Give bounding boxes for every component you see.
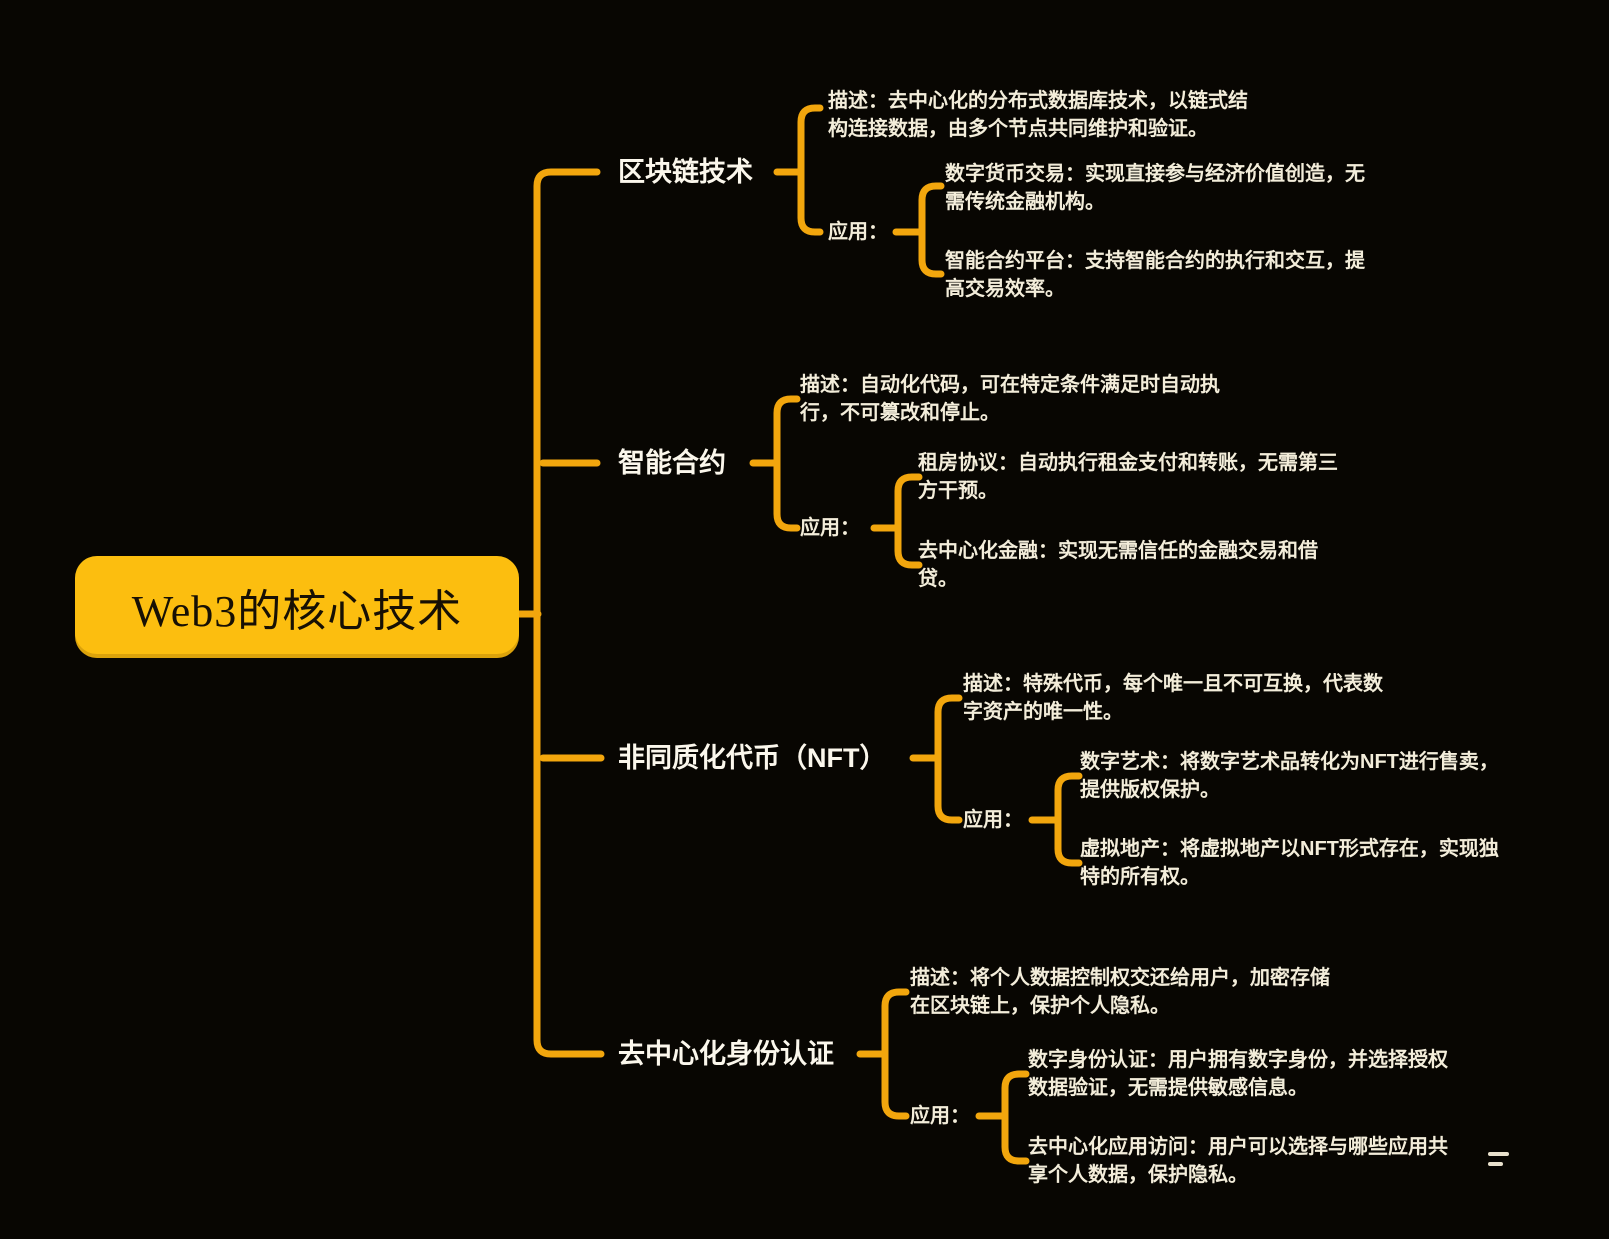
branch4-bracket xyxy=(881,988,910,1120)
branch-identity-application-2[interactable]: 去中心化应用访问：用户可以选择与哪些应用共 享个人数据，保护隐私。 xyxy=(1028,1136,1448,1186)
branch-label-blockchain[interactable]: 区块链技术 xyxy=(618,157,753,187)
branch-blockchain-app-label[interactable]: 应用： xyxy=(828,221,888,243)
branch-label-nft[interactable]: 非同质化代币（NFT） xyxy=(618,743,887,773)
branch-label-decentralized-identity[interactable]: 去中心化身份认证 xyxy=(618,1039,834,1069)
branch-smart-contract-description[interactable]: 描述：自动化代码，可在特定条件满足时自动执 行，不可篡改和停止。 xyxy=(800,374,1220,424)
branch-blockchain-description[interactable]: 描述：去中心化的分布式数据库技术，以链式结 构连接数据，由多个节点共同维护和验证… xyxy=(828,90,1248,140)
menu-bar-top xyxy=(1488,1152,1509,1156)
trunk-connector xyxy=(533,168,605,1058)
branch-identity-app-label[interactable]: 应用： xyxy=(910,1105,970,1127)
branch-nft-application-1[interactable]: 数字艺术：将数字艺术品转化为NFT进行售卖， 提供版权保护。 xyxy=(1080,751,1499,801)
branch-nft-app-label[interactable]: 应用： xyxy=(963,809,1023,831)
branch2-app-bracket xyxy=(894,473,923,569)
branch3-bracket xyxy=(934,694,963,824)
root-title: Web3的核心技术 xyxy=(131,587,463,636)
branch-blockchain-application-2[interactable]: 智能合约平台：支持智能合约的执行和交互，提 高交易效率。 xyxy=(945,250,1365,300)
branch-identity-description[interactable]: 描述：将个人数据控制权交还给用户，加密存储 在区块链上，保护个人隐私。 xyxy=(910,967,1330,1017)
branch-identity-application-1[interactable]: 数字身份认证：用户拥有数字身份，并选择授权 数据验证，无需提供敏感信息。 xyxy=(1028,1049,1448,1099)
branch3-app-bracket xyxy=(1054,772,1083,867)
root-node[interactable]: Web3的核心技术 xyxy=(75,556,519,658)
branch-nft-application-2[interactable]: 虚拟地产：将虚拟地产以NFT形式存在，实现独 特的所有权。 xyxy=(1080,838,1499,888)
branch-smart-contract-app-label[interactable]: 应用： xyxy=(800,517,860,539)
branch-smart-contract-application-1[interactable]: 租房协议：自动执行租金支付和转账，无需第三 方干预。 xyxy=(918,452,1338,502)
branch-label-smart-contract[interactable]: 智能合约 xyxy=(618,448,726,478)
branch-smart-contract-application-2[interactable]: 去中心化金融：实现无需信任的金融交易和借 贷。 xyxy=(918,540,1318,590)
branch-nft-description[interactable]: 描述：特殊代币，每个唯一且不可互换，代表数 字资产的唯一性。 xyxy=(963,673,1383,723)
branch1-bracket xyxy=(797,104,824,236)
branch2-bracket xyxy=(773,395,801,532)
menu-lines-icon[interactable] xyxy=(1488,1152,1512,1168)
branch-blockchain-application-1[interactable]: 数字货币交易：实现直接参与经济价值创造，无 需传统金融机构。 xyxy=(945,163,1365,213)
branch4-app-bracket xyxy=(1001,1070,1030,1165)
menu-bar-bottom xyxy=(1488,1162,1503,1166)
branch1-app-bracket xyxy=(918,182,945,278)
